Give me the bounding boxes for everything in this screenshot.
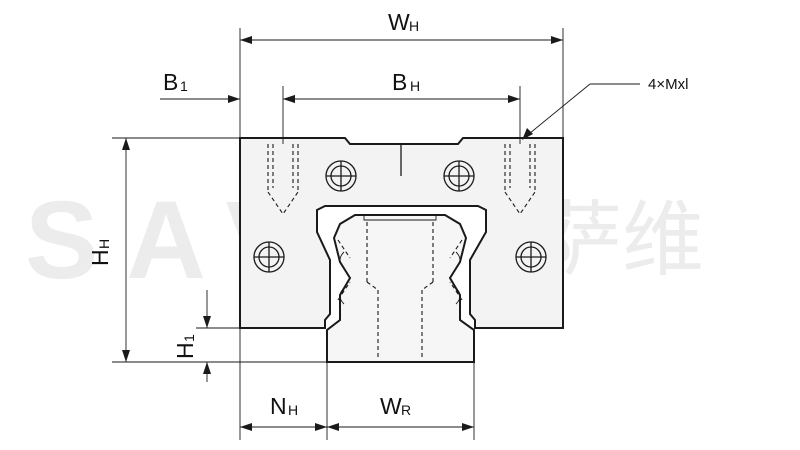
- wh-label: W: [388, 9, 410, 35]
- bh-sub: H: [410, 78, 420, 94]
- dim-bh: B H: [283, 69, 520, 103]
- dim-wr: W R: [327, 393, 474, 431]
- dim-h1: H 1: [172, 290, 211, 382]
- watermark-cjk: 萨维: [540, 193, 704, 288]
- tapped-hole-left: [267, 144, 299, 215]
- hh-sub: H: [96, 239, 112, 249]
- hole-callout-label: 4×Mxl: [648, 76, 688, 93]
- carriage-block: [239, 137, 564, 329]
- wr-label: W: [380, 393, 402, 419]
- hh-label: H: [87, 249, 113, 266]
- dim-wh: W H: [240, 9, 563, 44]
- h1-label: H: [172, 342, 198, 359]
- rail-mounting-hole: [366, 222, 434, 360]
- guide-rail: [326, 214, 475, 363]
- ball-groove-right: [455, 251, 461, 305]
- b1-sub: 1: [180, 78, 188, 94]
- dim-nh: N H: [240, 393, 327, 431]
- seal-left: [337, 239, 351, 301]
- wh-sub: H: [409, 18, 419, 34]
- screw-top-left: [325, 160, 357, 192]
- tapped-hole-right: [504, 144, 536, 215]
- dim-hh: H H: [87, 138, 130, 362]
- nh-label: N: [270, 393, 287, 419]
- hole-callout: 4×Mxl: [522, 76, 688, 140]
- ball-groove-left: [339, 251, 345, 305]
- screw-top-right: [443, 160, 475, 192]
- nh-sub: H: [288, 402, 298, 418]
- rail-groove-top: [363, 215, 437, 221]
- screw-mid-right: [515, 241, 547, 273]
- b1-label: B: [163, 69, 178, 95]
- screw-mid-left: [253, 241, 285, 273]
- h1-sub: 1: [181, 334, 197, 342]
- wr-sub: R: [401, 402, 411, 418]
- seal-right: [449, 239, 463, 301]
- bh-label: B: [392, 69, 407, 95]
